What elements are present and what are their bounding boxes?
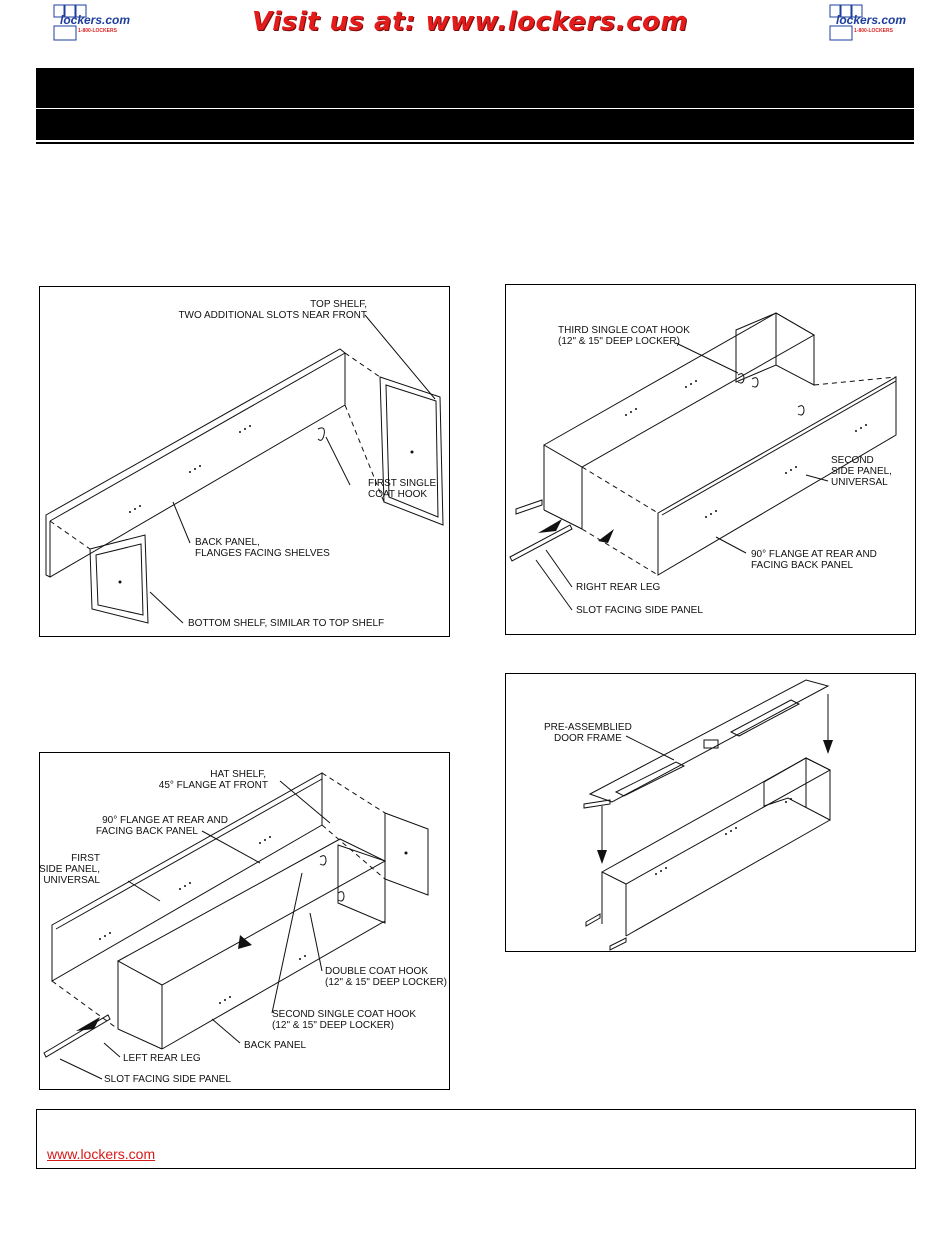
label-flange-2: FACING BACK PANEL bbox=[751, 560, 854, 571]
logo-sub: 1-800-LOCKERS bbox=[854, 28, 893, 34]
logo-brand: lockers.com bbox=[60, 13, 131, 27]
lockers-logo-right: lockers.com 1-800-LOCKERS bbox=[826, 4, 906, 42]
footer-website-link[interactable]: www.lockers.com bbox=[47, 1146, 156, 1162]
visit-banner[interactable]: Visit us at: www.lockers.com bbox=[252, 7, 688, 37]
label-top-shelf-2: TWO ADDITIONAL SLOTS NEAR FRONT bbox=[178, 310, 367, 321]
label-bottom-shelf: BOTTOM SHELF, SIMILAR TO TOP SHELF bbox=[188, 618, 384, 629]
logo-brand: lockers.com bbox=[836, 13, 907, 27]
label-first-hook: FIRST SINGLE bbox=[368, 478, 436, 489]
footer-box: www.lockers.com bbox=[36, 1109, 916, 1169]
label-second-hook: SECOND SINGLE COAT HOOK bbox=[272, 1009, 416, 1020]
label-second-side-3: UNIVERSAL bbox=[831, 477, 888, 488]
label-hat-shelf-2: 45° FLANGE AT FRONT bbox=[159, 780, 268, 791]
lockers-logo-left: lockers.com 1-800-LOCKERS bbox=[50, 4, 130, 42]
logo-sub: 1-800-LOCKERS bbox=[78, 28, 117, 34]
label-third-hook-2: (12" & 15" DEEP LOCKER) bbox=[558, 336, 680, 347]
label-right-leg: RIGHT REAR LEG bbox=[576, 582, 660, 593]
label-first-side: FIRST bbox=[71, 853, 100, 864]
label-first-hook-2: COAT HOOK bbox=[368, 489, 427, 500]
label-double-hook: DOUBLE COAT HOOK bbox=[325, 966, 428, 977]
label-first-side-2: SIDE PANEL, bbox=[40, 864, 100, 875]
label-slot: SLOT FACING SIDE PANEL bbox=[576, 605, 703, 616]
title-bar bbox=[36, 68, 914, 108]
label-top-shelf: TOP SHELF, bbox=[310, 299, 367, 310]
label-back-panel: BACK PANEL bbox=[244, 1040, 306, 1051]
label-third-hook: THIRD SINGLE COAT HOOK bbox=[558, 325, 690, 336]
diagram-first-side-panel: HAT SHELF, 45° FLANGE AT FRONT 90° FLANG… bbox=[40, 769, 447, 1085]
locker-icon bbox=[829, 4, 863, 41]
label-first-side-3: UNIVERSAL bbox=[43, 875, 100, 886]
label-back-panel: BACK PANEL, bbox=[195, 537, 260, 548]
label-frame-2: DOOR FRAME bbox=[554, 733, 622, 744]
locker-icon bbox=[53, 4, 87, 41]
label-frame: PRE-ASSEMBLIED bbox=[544, 722, 632, 733]
label-back-panel-2: FLANGES FACING SHELVES bbox=[195, 548, 330, 559]
label-left-leg: LEFT REAR LEG bbox=[123, 1053, 201, 1064]
label-flange-2: FACING BACK PANEL bbox=[96, 826, 199, 837]
figure-second-side-panel: THIRD SINGLE COAT HOOK (12" & 15" DEEP L… bbox=[505, 284, 916, 635]
figure-first-side-panel: HAT SHELF, 45° FLANGE AT FRONT 90° FLANG… bbox=[39, 752, 450, 1090]
label-second-side: SECOND bbox=[831, 455, 874, 466]
diagram-door-frame: PRE-ASSEMBLIED DOOR FRAME bbox=[544, 679, 833, 951]
header-divider bbox=[36, 142, 914, 144]
label-flange: 90° FLANGE AT REAR AND bbox=[751, 549, 877, 560]
diagram-back-panel: TOP SHELF, TWO ADDITIONAL SLOTS NEAR FRO… bbox=[45, 299, 444, 629]
figure-door-frame: PRE-ASSEMBLIED DOOR FRAME bbox=[505, 673, 916, 952]
label-second-hook-2: (12" & 15" DEEP LOCKER) bbox=[272, 1020, 394, 1031]
subtitle-bar bbox=[36, 109, 914, 140]
label-slot: SLOT FACING SIDE PANEL bbox=[104, 1074, 231, 1085]
diagram-second-side-panel: THIRD SINGLE COAT HOOK (12" & 15" DEEP L… bbox=[509, 312, 897, 616]
label-double-hook-2: (12" & 15" DEEP LOCKER) bbox=[325, 977, 447, 988]
label-second-side-2: SIDE PANEL, bbox=[831, 466, 892, 477]
label-hat-shelf: HAT SHELF, bbox=[210, 769, 266, 780]
label-flange: 90° FLANGE AT REAR AND bbox=[102, 815, 228, 826]
figure-back-panel-assembly: TOP SHELF, TWO ADDITIONAL SLOTS NEAR FRO… bbox=[39, 286, 450, 637]
